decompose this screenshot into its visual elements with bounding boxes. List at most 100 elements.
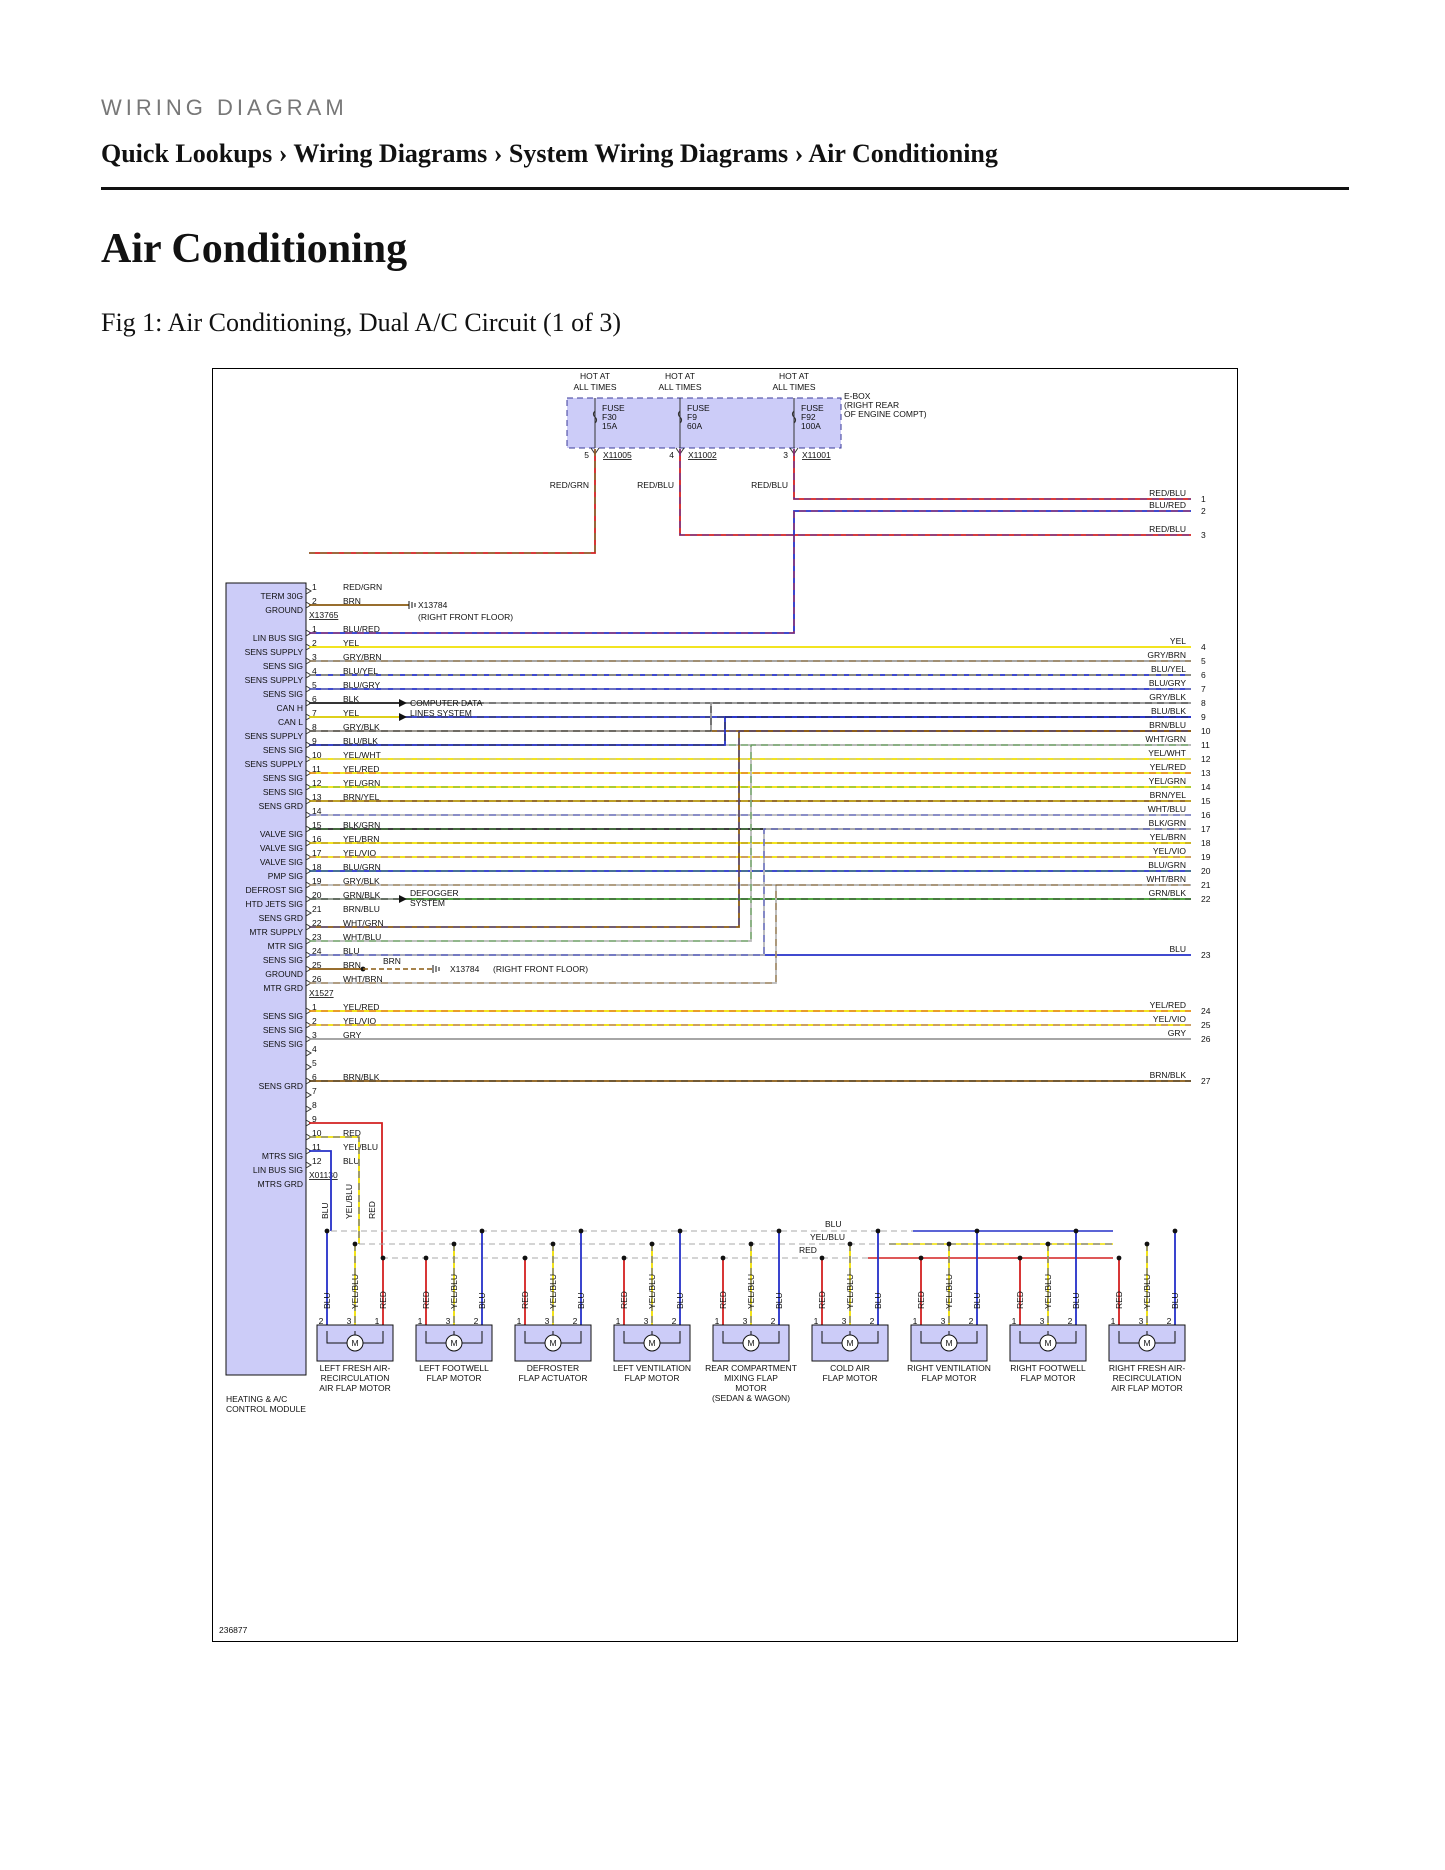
splice-dot bbox=[1045, 1241, 1051, 1247]
crossover-wire-stripe bbox=[309, 884, 1191, 984]
header-divider bbox=[101, 187, 1349, 190]
motor-wire-label: YEL/BLU bbox=[647, 1274, 657, 1309]
module-signal-label: MTRS SIG bbox=[262, 1151, 303, 1161]
pin-chevron bbox=[305, 587, 312, 595]
wire-color-label: YEL bbox=[343, 708, 359, 718]
module-pin-number: 25 bbox=[312, 960, 322, 970]
wire-reference-number: 6 bbox=[1201, 670, 1206, 680]
motor-pin-number: 3 bbox=[644, 1316, 649, 1326]
module-pin-number: 2 bbox=[312, 638, 317, 648]
wire-color-label: BRN bbox=[343, 960, 361, 970]
control-module bbox=[225, 582, 307, 1376]
module-pin-number: 23 bbox=[312, 932, 322, 942]
fuse-pin-number: 5 bbox=[584, 450, 589, 460]
module-pin-number: 22 bbox=[312, 918, 322, 928]
motor-pin-number: 1 bbox=[715, 1316, 720, 1326]
right-wire-label: GRN/BLK bbox=[1149, 888, 1187, 898]
motor-name-label: LEFT FOOTWELL bbox=[419, 1363, 489, 1373]
wire-reference-number: 17 bbox=[1201, 824, 1211, 834]
module-signal-label: SENS SIG bbox=[263, 773, 303, 783]
fuse-label: F30 bbox=[602, 412, 617, 422]
module-pin-number: 17 bbox=[312, 848, 322, 858]
right-wire-label: BRN/BLK bbox=[1150, 1070, 1187, 1080]
module-pin-number: 21 bbox=[312, 904, 322, 914]
splice-dot bbox=[1144, 1241, 1150, 1247]
module-signal-label: TERM 30G bbox=[260, 591, 303, 601]
motor-internal-wiring bbox=[524, 1331, 582, 1344]
module-pin-number: 9 bbox=[312, 1114, 317, 1124]
fuse-connector-id: X11002 bbox=[688, 450, 717, 460]
motor-pin-number: 1 bbox=[1111, 1316, 1116, 1326]
ground-connector-id: X13784 bbox=[418, 600, 448, 610]
crossover-wire bbox=[309, 702, 1191, 732]
wire-color-label: GRY/BRN bbox=[343, 652, 382, 662]
module-pin-number: 8 bbox=[312, 1100, 317, 1110]
right-wire-label: YEL/WHT bbox=[1148, 748, 1186, 758]
motor-wire-label: YEL/BLU bbox=[449, 1274, 459, 1309]
module-pin-number: 8 bbox=[312, 722, 317, 732]
motor-wire-label: YEL/BLU bbox=[350, 1274, 360, 1309]
module-pin-number: 2 bbox=[312, 596, 317, 606]
motor-wire-label: RED bbox=[1015, 1291, 1025, 1309]
wire-color-label: YEL/VIO bbox=[343, 848, 376, 858]
crossover-wire-stripe bbox=[309, 716, 1191, 746]
motor-wire-label: YEL/BLU bbox=[1142, 1274, 1152, 1309]
fuse-wire-f9 bbox=[679, 449, 1191, 536]
wire-reference-number: 27 bbox=[1201, 1076, 1211, 1086]
fuse-box bbox=[566, 397, 842, 449]
module-signal-label: SENS SIG bbox=[263, 1025, 303, 1035]
motor-wire-label: RED bbox=[619, 1291, 629, 1309]
wire-color-label: BLU bbox=[343, 946, 360, 956]
motor-pin-number: 2 bbox=[319, 1316, 324, 1326]
motor-name-label: RIGHT FRESH AIR- bbox=[1109, 1363, 1186, 1373]
splice-dot bbox=[875, 1228, 881, 1234]
wire-reference-number: 10 bbox=[1201, 726, 1211, 736]
splice-dot bbox=[776, 1228, 782, 1234]
module-pin-number: 5 bbox=[312, 680, 317, 690]
wire-reference-number: 15 bbox=[1201, 796, 1211, 806]
wire-color-label: YEL bbox=[343, 638, 359, 648]
wire-reference-number: 16 bbox=[1201, 810, 1211, 820]
right-wire-label: BLU bbox=[1169, 944, 1186, 954]
motor-name-label: DEFROSTER bbox=[527, 1363, 579, 1373]
wire-reference-number: 13 bbox=[1201, 768, 1211, 778]
fuse-label: F92 bbox=[801, 412, 816, 422]
wire-color-label: BLU/YEL bbox=[343, 666, 378, 676]
module-signal-label: VALVE SIG bbox=[260, 843, 303, 853]
motor-name-label: RECIRCULATION bbox=[321, 1373, 390, 1383]
wire-reference-number: 25 bbox=[1201, 1020, 1211, 1030]
motor-wire-label: RED bbox=[718, 1291, 728, 1309]
wire-reference-number: 2 bbox=[1201, 506, 1206, 516]
splice-dot bbox=[324, 1228, 330, 1234]
motor-name-label: FLAP ACTUATOR bbox=[519, 1373, 588, 1383]
wire-color-label: BLU/RED bbox=[343, 624, 380, 634]
wire-color-label: GRN/BLK bbox=[343, 890, 381, 900]
motor-wire-label: RED bbox=[378, 1291, 388, 1309]
fuse-icon bbox=[791, 410, 797, 424]
motor-wire-label: BLU bbox=[1170, 1292, 1180, 1309]
right-wire-label: YEL/VIO bbox=[1153, 846, 1186, 856]
module-connector-id: X01130 bbox=[309, 1170, 338, 1180]
splice-dot bbox=[522, 1255, 528, 1261]
module-pin-number: 19 bbox=[312, 876, 322, 886]
splice-dot bbox=[550, 1241, 556, 1247]
wire-reference-number: 7 bbox=[1201, 684, 1206, 694]
module-pin-number: 16 bbox=[312, 834, 322, 844]
figure-number: 236877 bbox=[219, 1625, 248, 1635]
wire-color-label: YEL/BLU bbox=[343, 1142, 378, 1152]
motor-symbol: M bbox=[450, 1338, 457, 1348]
bus-right-label: RED bbox=[799, 1245, 817, 1255]
splice-dot bbox=[621, 1255, 627, 1261]
wire-color-label: BLU/GRN bbox=[343, 862, 381, 872]
motor-bus-blu bbox=[309, 1150, 332, 1231]
module-pin-number: 4 bbox=[312, 666, 317, 676]
breadcrumb[interactable]: Quick Lookups › Wiring Diagrams › System… bbox=[101, 139, 998, 168]
control-module-name: CONTROL MODULE bbox=[226, 1404, 306, 1414]
motor-symbol: M bbox=[351, 1338, 358, 1348]
fuse-box-label: E-BOX bbox=[844, 391, 871, 401]
fuse-label: 60A bbox=[687, 421, 702, 431]
motor-pin-number: 2 bbox=[771, 1316, 776, 1326]
wire-color-label: WHT/GRN bbox=[343, 918, 384, 928]
motor-internal-wiring bbox=[1118, 1331, 1176, 1344]
module-pin-number: 6 bbox=[312, 1072, 317, 1082]
